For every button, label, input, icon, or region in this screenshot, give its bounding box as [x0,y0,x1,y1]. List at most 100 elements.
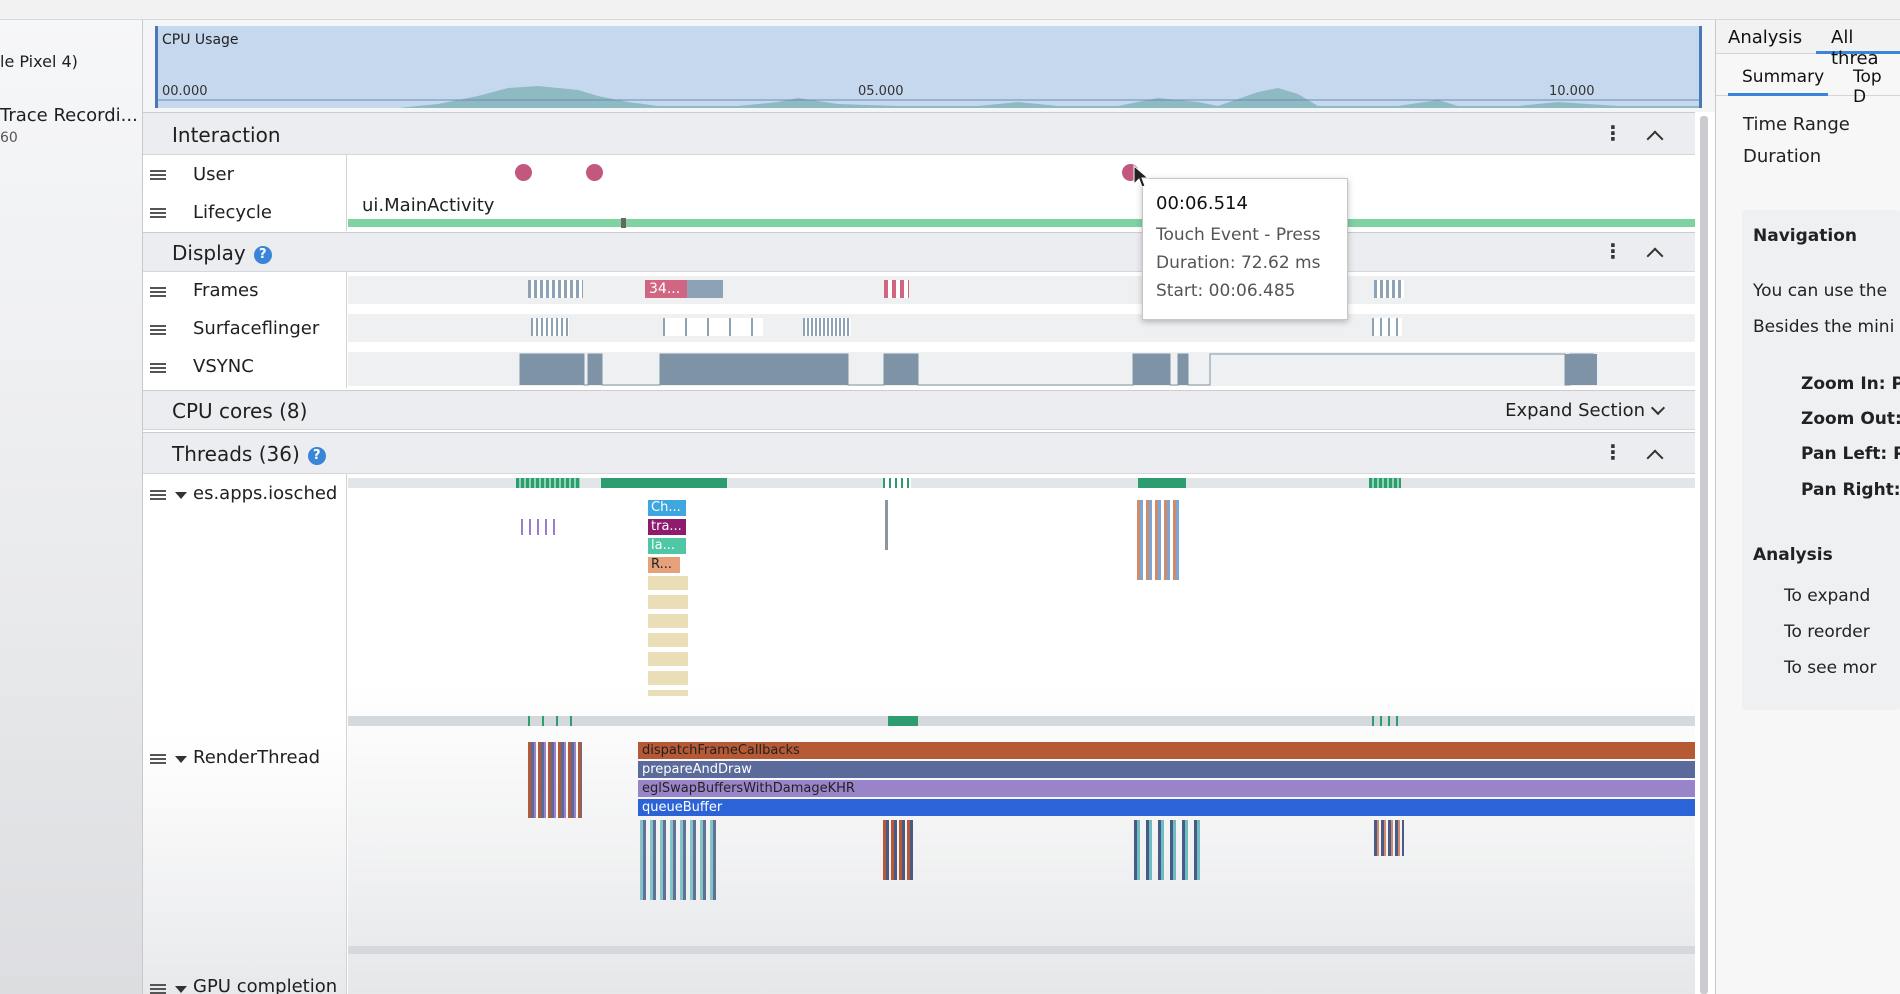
help-icon[interactable]: ? [307,446,326,465]
trace-slice-cluster[interactable] [640,820,718,900]
trace-slice[interactable] [885,500,888,550]
lifecycle-label: ui.MainActivity [362,195,495,216]
trace-slice-cluster[interactable] [1137,500,1179,580]
trace-slice[interactable]: queueBuffer [638,799,1695,816]
navigation-line: Besides the mini [1753,317,1895,337]
kebab-menu-icon[interactable]: ⋮ [1603,121,1623,145]
tab-all-threads[interactable] [1816,20,1900,54]
frame-cluster[interactable] [528,280,583,298]
recording-title[interactable]: Trace Recordi... [0,105,138,126]
trace-slice[interactable]: tra... [648,519,686,535]
thread-state-running[interactable] [883,478,911,488]
frame-cluster[interactable] [884,280,909,298]
tick-0: 00.000 [162,84,208,99]
lifecycle-bar[interactable] [348,219,1695,227]
trace-slice-cluster[interactable] [521,519,555,535]
timeline-scrollbar[interactable] [1700,116,1708,994]
row-main-thread: es.apps.iosched [193,483,338,504]
user-event-marker[interactable] [586,164,603,181]
frame-slice[interactable]: 34... [645,280,687,298]
drag-handle-icon[interactable] [150,325,166,335]
tab-analysis[interactable]: Analysis [1728,27,1803,48]
row-frames: Frames [193,280,259,301]
threads-section-header[interactable]: Threads (36)? ⋮ [143,432,1695,474]
threads-track[interactable]: Ch... tra... la... R... dispatchFrameCal… [348,474,1695,994]
interaction-labels: User Lifecycle [143,155,347,231]
field-time-range: Time Range [1743,114,1850,135]
frame-cluster[interactable] [1374,280,1404,298]
tab-top-down[interactable]: Top D [1853,67,1882,107]
thread-state-running[interactable] [1138,478,1186,488]
expand-triangle-icon[interactable] [175,492,187,499]
thread-state-running[interactable] [1372,716,1400,726]
thread-state-running[interactable] [888,716,918,726]
display-section-header[interactable]: Display? ⋮ [143,232,1695,272]
recording-subtitle: 60 [0,130,18,146]
cpu-cores-section-header[interactable]: CPU cores (8) Expand Section [143,390,1695,430]
event-tooltip: 00:06.514 Touch Event - Press Duration: … [1142,178,1348,320]
row-user: User [193,164,235,185]
drag-handle-icon[interactable] [150,287,166,297]
trace-slice[interactable]: R... [648,557,680,573]
collapse-icon[interactable] [1646,449,1664,467]
thread-state-lane [348,716,1695,726]
kebab-menu-icon[interactable]: ⋮ [1603,239,1623,263]
thread-state-running[interactable] [601,478,727,488]
collapse-icon[interactable] [1646,247,1664,265]
drag-handle-icon[interactable] [150,490,166,500]
trace-slice-cluster[interactable] [1374,820,1404,856]
trace-slice-cluster[interactable] [648,576,688,696]
trace-slice[interactable]: la... [648,538,686,554]
thread-state-running[interactable] [1369,478,1401,488]
tooltip-duration: Duration: 72.62 ms [1156,253,1321,273]
thread-state-running[interactable] [528,716,578,726]
sf-cluster[interactable] [663,318,763,336]
drag-handle-icon[interactable] [150,208,166,218]
drag-handle-icon[interactable] [150,984,166,994]
drag-handle-icon[interactable] [150,754,166,764]
interaction-track[interactable]: ui.MainActivity [348,155,1695,231]
mouse-cursor-icon [1133,165,1149,188]
shortcut-zoom-in: Zoom In: P [1801,374,1900,394]
drag-handle-icon[interactable] [150,170,166,180]
collapse-icon[interactable] [1646,130,1664,148]
cpu-usage-title: CPU Usage [162,32,239,48]
trace-slice[interactable]: dispatchFrameCallbacks [638,742,1695,759]
analysis-line: To reorder [1784,622,1870,642]
kebab-menu-icon[interactable]: ⋮ [1603,440,1623,464]
cpu-usage-graph [158,86,1699,108]
expand-triangle-icon[interactable] [175,756,187,763]
navigation-line: You can use the [1753,281,1888,301]
help-card [1742,210,1900,710]
frame-cluster[interactable] [687,280,723,298]
trace-slice-cluster[interactable] [1134,820,1204,880]
display-track[interactable]: 34... [348,272,1695,388]
thread-state-running[interactable] [516,478,580,488]
vsync-signal [519,353,1597,386]
chevron-down-icon[interactable] [1650,400,1666,416]
session-panel: le Pixel 4) Trace Recordi... 60 [0,20,143,994]
analysis-tabbar [1716,20,1900,54]
sf-cluster[interactable] [531,318,569,336]
expand-section-button[interactable]: Expand Section [1505,400,1645,421]
analysis-heading: Analysis [1753,545,1833,565]
tooltip-time: 00:06.514 [1156,193,1248,214]
interaction-section-header[interactable]: Interaction ⋮ [143,112,1695,155]
trace-slice[interactable]: Ch... [648,500,686,516]
tab-summary[interactable] [1728,56,1828,96]
trace-slice[interactable]: eglSwapBuffersWithDamageKHR [638,780,1695,797]
device-name: le Pixel 4) [0,52,78,71]
expand-triangle-icon[interactable] [175,986,187,993]
cpu-usage-chart[interactable]: CPU Usage 00.000 05.000 10.000 [155,26,1702,108]
thread-state-lane [348,946,1695,954]
trace-slice[interactable]: prepareAndDraw [638,761,1695,778]
tab-summary-label: Summary [1742,67,1825,87]
sf-cluster[interactable] [803,318,851,336]
help-icon[interactable]: ? [253,245,272,264]
sf-cluster[interactable] [1372,318,1402,336]
trace-slice-cluster[interactable] [528,742,582,818]
trace-slice-cluster[interactable] [883,820,913,880]
user-event-marker[interactable] [515,164,532,181]
drag-handle-icon[interactable] [150,363,166,373]
field-duration: Duration [1743,146,1822,167]
